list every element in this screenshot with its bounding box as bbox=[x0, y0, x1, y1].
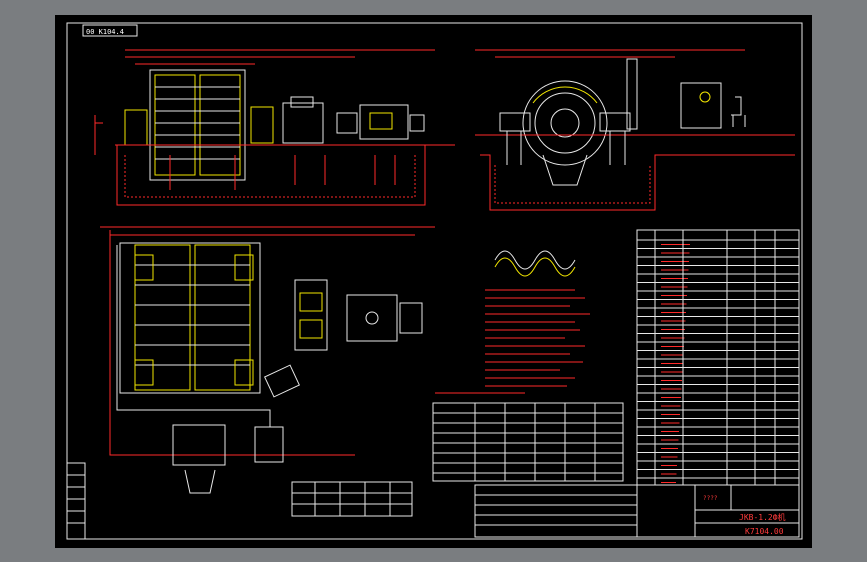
small-title: ???? bbox=[703, 495, 718, 502]
side-view bbox=[475, 49, 795, 211]
engineering-drawing-sheet: 00 K104.4 bbox=[66, 22, 803, 540]
outer-border bbox=[66, 22, 803, 540]
elevation-view bbox=[94, 49, 455, 206]
detail-and-notes bbox=[435, 250, 590, 394]
title-block: JKB-1.2Ф机 K7104.00 ???? bbox=[474, 484, 800, 538]
drawing-canvas: 00 K104.4 bbox=[55, 15, 812, 548]
small-table bbox=[291, 481, 413, 517]
code-text: 00 K104.4 bbox=[86, 28, 124, 36]
parts-list bbox=[636, 229, 800, 486]
drawing-number: K7104.00 bbox=[745, 527, 784, 536]
code-box bbox=[82, 24, 138, 37]
plan-view bbox=[100, 226, 435, 494]
model-text: JKB-1.2Ф机 bbox=[739, 512, 786, 522]
parameter-table bbox=[432, 402, 624, 482]
revision-column bbox=[66, 462, 86, 540]
